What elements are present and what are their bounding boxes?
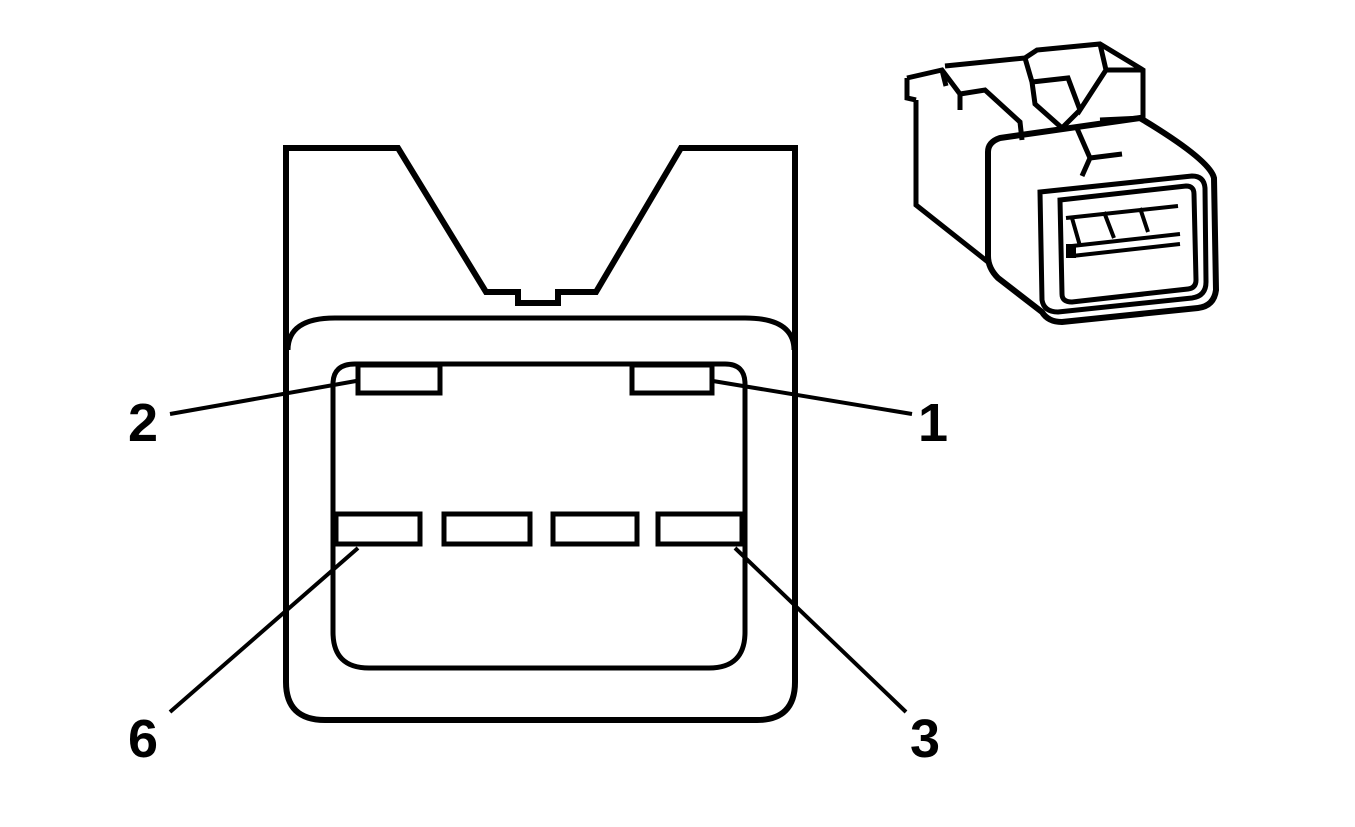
connector-cavity bbox=[330, 361, 748, 671]
connector-latch bbox=[944, 41, 1146, 132]
connector-rear-top bbox=[906, 67, 1025, 141]
pin-label-1: 1 bbox=[918, 393, 948, 453]
connector-shroud bbox=[285, 315, 797, 351]
terminal-3 bbox=[655, 511, 745, 547]
pin-label-2: 2 bbox=[128, 393, 158, 453]
leader-line-pin-1 bbox=[712, 379, 913, 416]
terminal-4 bbox=[550, 511, 640, 547]
pin-label-3: 3 bbox=[910, 709, 940, 769]
terminal-6 bbox=[333, 511, 423, 547]
leader-lines bbox=[168, 379, 913, 714]
connector-front-opening bbox=[1057, 183, 1199, 305]
connector-front-face bbox=[1037, 173, 1209, 315]
connector-front-shroud bbox=[985, 114, 1220, 326]
terminal-5 bbox=[441, 511, 533, 547]
connector-housing-outline bbox=[283, 145, 798, 723]
connector-rear-body bbox=[913, 100, 990, 264]
terminal-2 bbox=[355, 362, 443, 396]
connector-key-slot bbox=[1073, 124, 1123, 178]
terminal-1 bbox=[629, 362, 715, 396]
pin-labels: 2 1 6 3 bbox=[128, 393, 948, 769]
leader-line-pin-2 bbox=[169, 379, 357, 416]
pin-label-6: 6 bbox=[128, 709, 158, 769]
connector-iso-terminal-fill bbox=[1066, 244, 1076, 258]
connector-rear-top-edge bbox=[904, 69, 963, 110]
leader-line-pin-6 bbox=[168, 546, 360, 714]
connector-iso-terminals bbox=[1065, 204, 1181, 258]
connector-face bbox=[283, 145, 798, 723]
connector-isometric-view bbox=[904, 41, 1220, 326]
leader-line-pin-3 bbox=[733, 546, 908, 714]
